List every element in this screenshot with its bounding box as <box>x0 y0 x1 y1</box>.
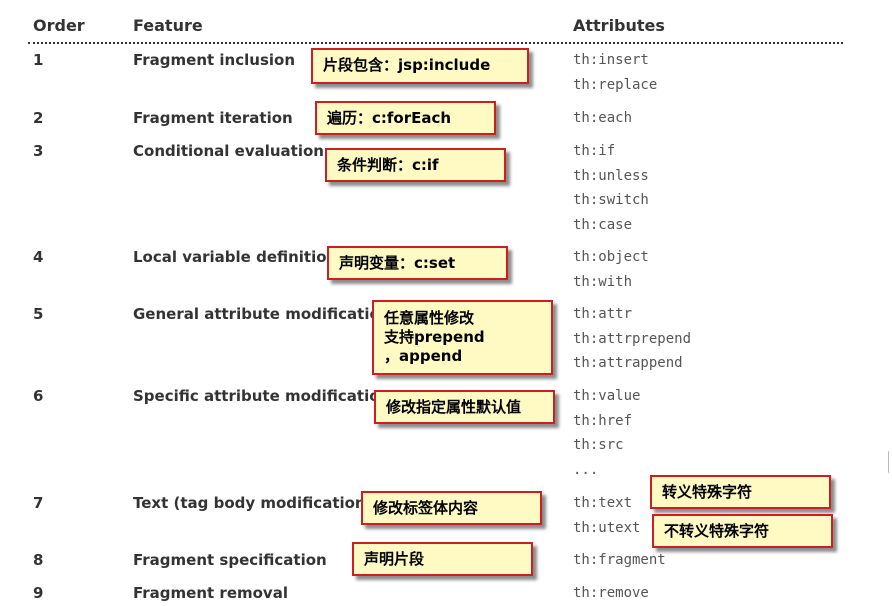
row-order: 1 <box>33 51 44 69</box>
row-attributes: th:attr th:attrprepend th:attrappend <box>573 302 691 376</box>
header-feature: Feature <box>133 16 203 35</box>
annotation-note: 条件判断：c:if <box>325 148 506 182</box>
row-order: 3 <box>33 142 44 160</box>
row-feature: Specific attribute modification <box>133 387 391 405</box>
attribute-name: th:case <box>573 217 633 234</box>
header-attributes: Attributes <box>573 16 665 35</box>
page-edge-divider <box>888 451 892 473</box>
annotation-note: 修改标签体内容 <box>361 491 542 525</box>
attribute-name: th:href <box>573 412 633 429</box>
row-feature: Local variable definition <box>133 248 338 266</box>
row-order: 8 <box>33 551 44 569</box>
row-feature: Fragment removal <box>133 584 288 602</box>
attribute-name: th:switch <box>573 192 649 209</box>
header-order: Order <box>33 16 85 35</box>
annotation-note: 不转义特殊字符 <box>652 514 833 548</box>
row-order: 2 <box>33 109 44 127</box>
attribute-name: th:attrprepend <box>573 330 692 347</box>
row-feature: Fragment iteration <box>133 109 293 127</box>
attribute-name: th:value <box>573 388 641 404</box>
attribute-name: th:utext <box>573 519 641 536</box>
row-order: 4 <box>33 248 44 266</box>
row-order: 7 <box>33 494 44 512</box>
attribute-name: th:unless <box>573 167 649 184</box>
row-attributes: th:each <box>573 106 632 131</box>
row-attributes: th:fragment <box>573 548 666 573</box>
row-feature: Fragment inclusion <box>133 51 296 69</box>
attribute-name: th:object <box>573 249 649 265</box>
row-order: 5 <box>33 305 44 323</box>
row-attributes: th:if th:unless th:switch th:case <box>573 139 649 238</box>
row-order: 9 <box>33 584 44 602</box>
header-divider <box>28 42 843 44</box>
attribute-name: th:replace <box>573 76 658 93</box>
attribute-name: th:remove <box>573 585 649 601</box>
row-feature: Fragment specification <box>133 551 327 569</box>
row-attributes: th:remove <box>573 581 649 606</box>
attribute-name: th:if <box>573 143 616 159</box>
attribute-name: th:each <box>573 110 633 126</box>
row-attributes: th:value th:href th:src ... <box>573 384 640 483</box>
row-feature: General attribute modification <box>133 305 391 323</box>
attribute-name: th:attr <box>573 306 633 322</box>
annotation-note: 片段包含：jsp:include <box>311 48 529 84</box>
row-attributes: th:insert th:replace <box>573 48 657 97</box>
row-feature: Text (tag body modification) <box>133 494 373 512</box>
annotation-note: 声明变量：c:set <box>327 246 508 280</box>
attribute-name: th:insert <box>573 52 649 68</box>
attribute-name: th:fragment <box>573 552 666 568</box>
attribute-name: ... <box>573 462 599 479</box>
row-attributes: th:text th:utext <box>573 491 640 540</box>
row-order: 6 <box>33 387 44 405</box>
annotation-note: 转义特殊字符 <box>650 475 831 509</box>
annotation-note: 任意属性修改 支持prepend ，append <box>372 300 553 375</box>
annotation-note: 修改指定属性默认值 <box>374 390 555 424</box>
attribute-name: th:with <box>573 273 633 290</box>
attribute-name: th:src <box>573 437 624 454</box>
attribute-name: th:text <box>573 495 633 511</box>
annotation-note: 遍历：c:forEach <box>315 101 496 135</box>
annotation-note: 声明片段 <box>352 542 533 576</box>
row-attributes: th:object th:with <box>573 245 649 294</box>
row-feature: Conditional evaluation <box>133 142 324 160</box>
attribute-name: th:attrappend <box>573 355 683 372</box>
